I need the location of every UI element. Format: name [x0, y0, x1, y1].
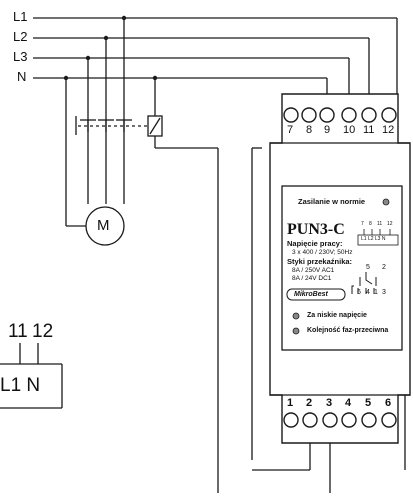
top-terminal-9[interactable] — [319, 107, 335, 123]
junction-dot — [103, 35, 109, 41]
brand-badge — [286, 288, 346, 301]
top-terminal-12[interactable] — [381, 107, 397, 123]
relay-number: 4 — [366, 289, 370, 296]
relay-number: 3 — [382, 289, 386, 296]
bottom-terminal-number: 2 — [306, 397, 313, 409]
relay-number: 2 — [382, 264, 386, 271]
relay-contacts-symbol — [351, 272, 377, 294]
motor-symbol — [85, 206, 125, 246]
top-terminal-11[interactable] — [361, 107, 377, 123]
bottom-terminal-number: 6 — [385, 397, 392, 409]
motor-label: M — [97, 217, 110, 234]
top-terminal-8[interactable] — [301, 107, 317, 123]
bottom-terminal-6[interactable] — [381, 412, 397, 428]
top-terminal-number: 12 — [382, 124, 395, 136]
phase-order-led — [292, 327, 300, 335]
top-terminal-number: 11 — [363, 124, 375, 136]
partial-box-text: L1 N — [0, 375, 41, 396]
mini-number: 7 — [361, 221, 364, 227]
phase-order-label: Kolejność faz-przeciwna — [307, 327, 389, 334]
voltage-title: Napięcie pracy: — [287, 239, 343, 248]
contacts-dc: 8A / 24V DC1 — [292, 275, 332, 282]
junction-dot — [85, 55, 91, 61]
top-terminal-7[interactable] — [283, 107, 299, 123]
brand-label: MikroBest — [294, 291, 328, 298]
bottom-terminal-5[interactable] — [361, 412, 377, 428]
bottom-terminal-4[interactable] — [341, 412, 357, 428]
bottom-terminal-number: 5 — [365, 397, 372, 409]
coil-diagonal — [149, 117, 161, 135]
bottom-terminal-number: 3 — [326, 397, 333, 409]
partial-number: 12 — [32, 321, 54, 342]
low-voltage-led — [292, 312, 300, 320]
mini-number: 12 — [387, 221, 393, 227]
bottom-terminal-number: 4 — [345, 397, 352, 409]
relay-number: 6 — [357, 289, 361, 296]
top-terminal-number: 9 — [324, 124, 331, 136]
mini-box-text: L1 L2 L3 N — [361, 236, 386, 242]
top-terminal-10[interactable] — [341, 107, 357, 123]
junction-dot — [121, 15, 127, 21]
junction-dot — [152, 75, 158, 81]
label-n: N — [17, 69, 27, 84]
bottom-terminal-1[interactable] — [283, 412, 299, 428]
bottom-terminal-number: 1 — [287, 397, 294, 409]
contacts-title: Styki przekaźnika: — [287, 257, 353, 266]
power-ok-led — [382, 198, 390, 206]
relay-number: 5 — [366, 264, 370, 271]
label-l1: L1 — [13, 9, 28, 24]
junction-dot — [63, 75, 69, 81]
mini-number: 11 — [377, 221, 383, 227]
contacts-ac: 8A / 250V AC1 — [292, 267, 335, 274]
mini-number: 8 — [369, 221, 372, 227]
power-ok-label: Zasilanie w normie — [298, 197, 366, 206]
voltage-value: 3 x 400 / 230V; 50Hz — [292, 249, 353, 256]
device-front-panel — [281, 185, 403, 351]
bottom-terminal-3[interactable] — [322, 412, 338, 428]
bottom-terminal-2[interactable] — [302, 412, 318, 428]
top-terminal-number: 10 — [343, 124, 356, 136]
model-name: PUN3-C — [287, 221, 345, 238]
partial-number: 11 — [8, 321, 28, 342]
label-l2: L2 — [13, 29, 28, 44]
top-terminal-number: 7 — [287, 124, 294, 136]
label-l3: L3 — [13, 49, 28, 64]
low-voltage-label: Za niskie napięcie — [307, 312, 367, 319]
top-terminal-number: 8 — [306, 124, 313, 136]
mini-terminal-box — [357, 234, 399, 246]
relay-number: 1 — [374, 289, 378, 296]
